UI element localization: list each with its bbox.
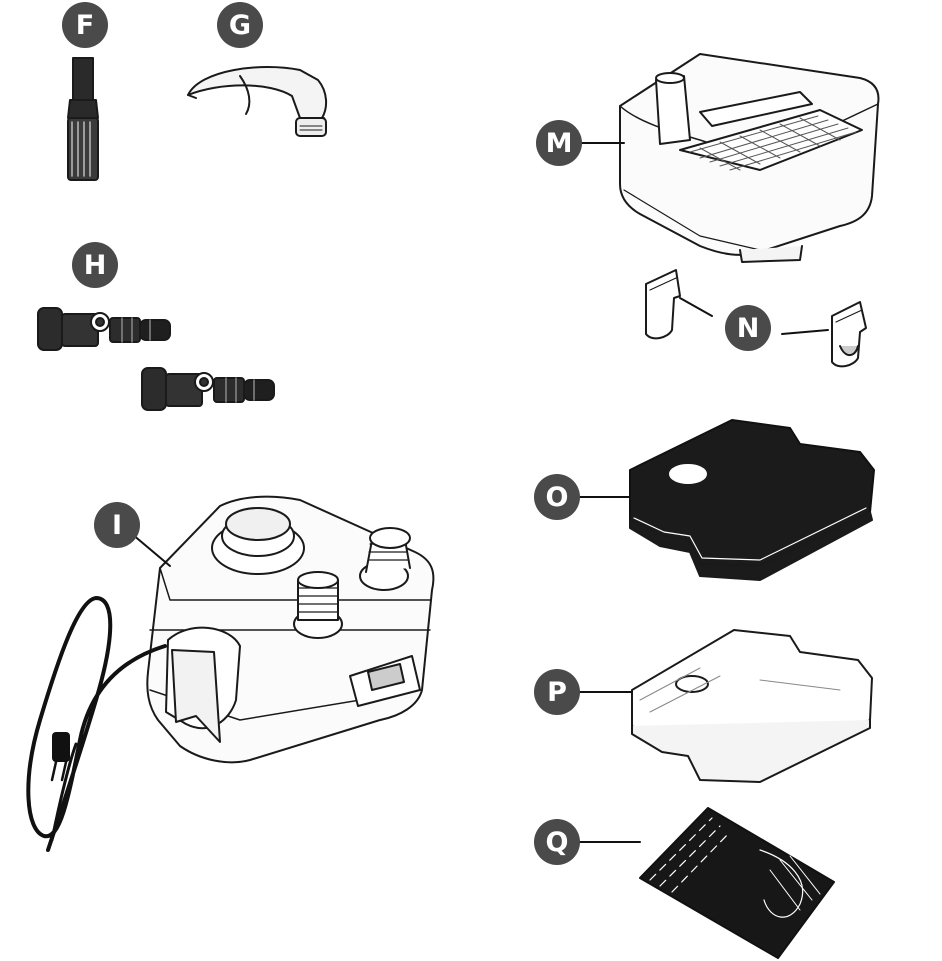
leader-lines [131,142,829,843]
badge-part-m: M [536,120,582,166]
badge-part-n: N [725,305,771,351]
badge-part-p: P [534,669,580,715]
foam-pad-part-o [629,419,875,581]
clip-part-n-left [645,269,681,340]
badge-part-f: F [62,2,108,48]
clip-part-n-right [831,301,867,368]
intake-strainer-part-f [67,57,99,181]
badge-part-g: G [217,2,263,48]
badge-part-o: O [534,474,580,520]
valve-part-h-1 [37,307,171,351]
badge-part-i: I [94,502,140,548]
filter-pad-part-p [631,629,873,783]
power-cord [26,596,167,852]
outlet-hood-part-g [187,66,328,137]
motor-head-part-i [146,495,435,764]
badge-part-h: H [72,242,118,288]
badge-part-q: Q [534,819,580,865]
media-basket-part-m [619,53,880,263]
carbon-bag-part-q [639,807,835,959]
valve-part-h-2 [141,367,275,411]
